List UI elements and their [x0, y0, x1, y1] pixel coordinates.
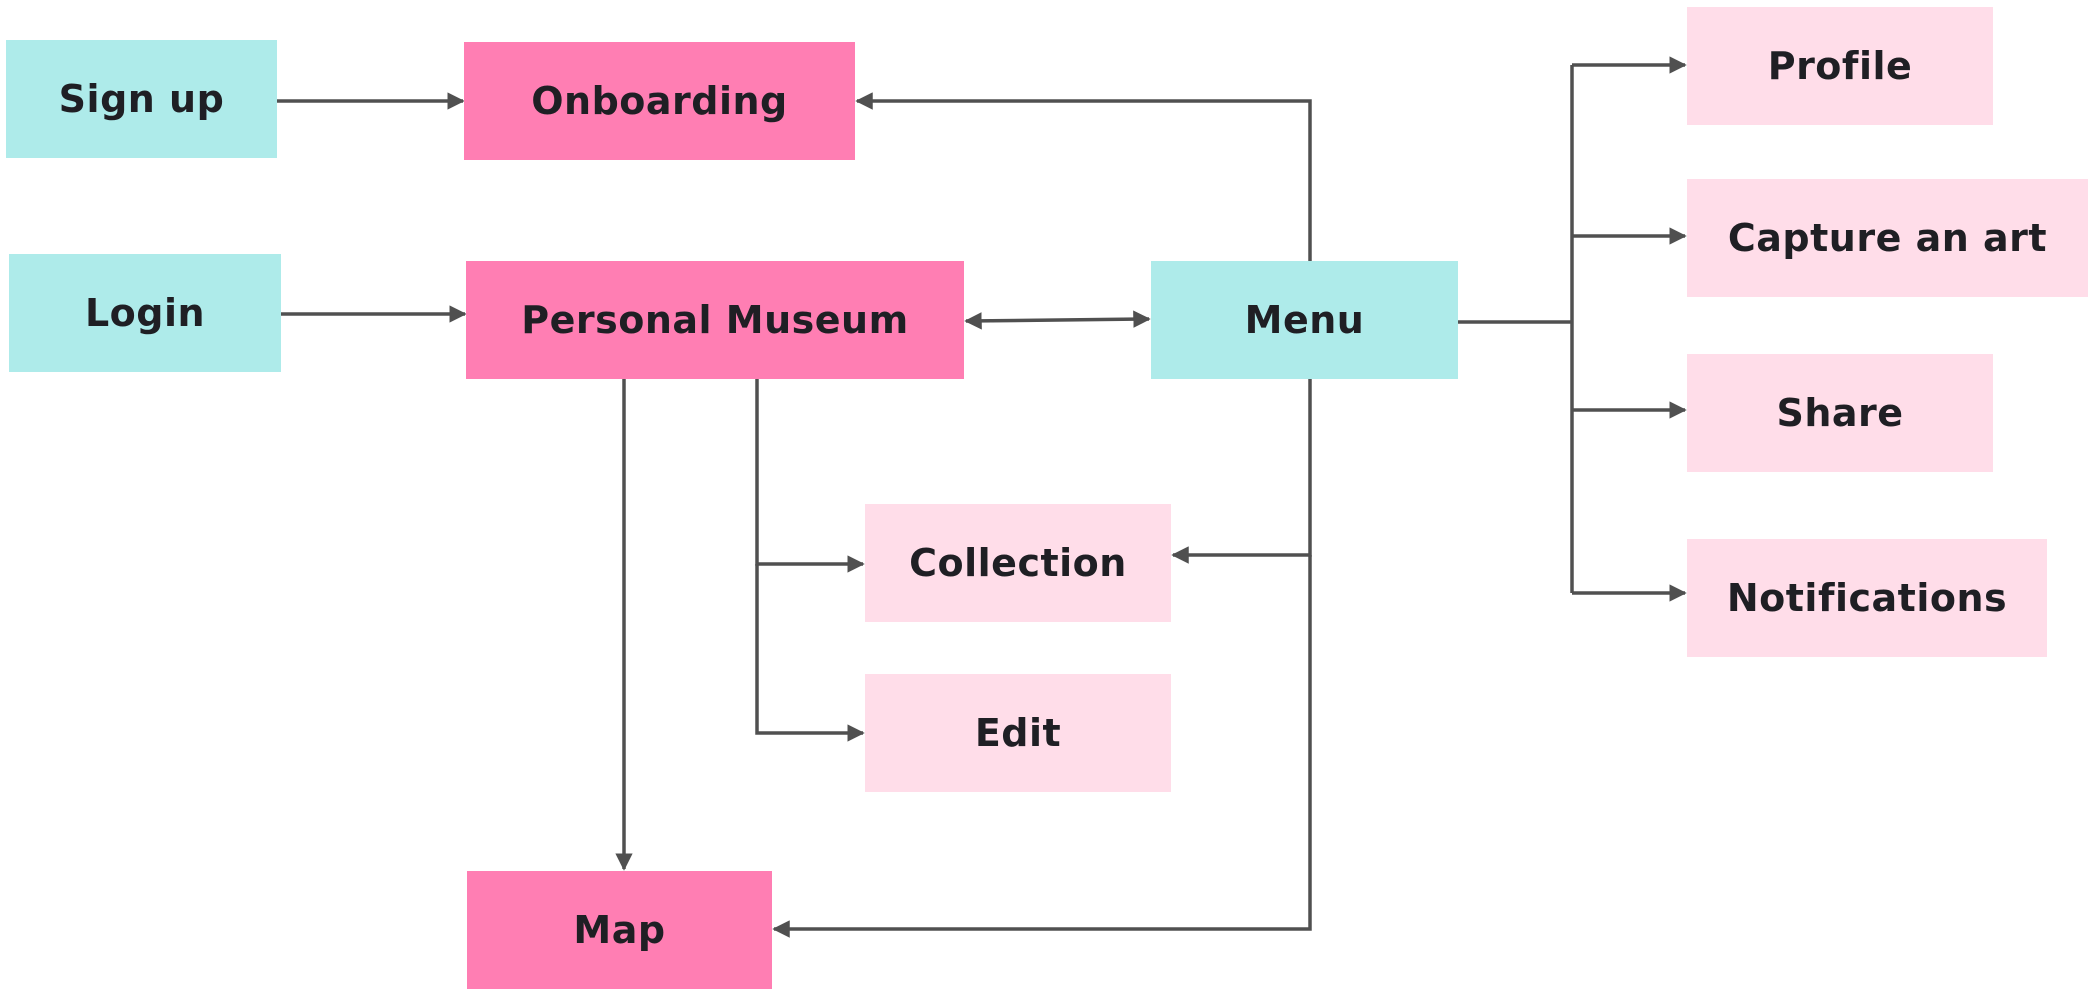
node-label: Menu [1244, 298, 1365, 342]
node-share: Share [1687, 354, 1993, 472]
node-label: Sign up [58, 77, 225, 121]
node-label: Login [84, 291, 206, 335]
edge-menu-collection [1171, 379, 1312, 564]
node-label: Capture an art [1727, 216, 2048, 260]
node-notifications: Notifications [1687, 539, 2047, 657]
node-personal-museum: Personal Museum [466, 261, 964, 379]
node-edit: Edit [865, 674, 1171, 792]
node-capture-an-art: Capture an art [1687, 179, 2088, 297]
node-onboarding: Onboarding [464, 42, 855, 160]
node-label: Collection [909, 541, 1127, 585]
edge-personal-museum-menu [964, 310, 1151, 330]
edge-menu-map [772, 555, 1312, 938]
node-map: Map [467, 871, 772, 989]
node-profile: Profile [1687, 7, 1993, 125]
node-label: Profile [1767, 44, 1913, 88]
node-label: Edit [974, 711, 1062, 755]
node-collection: Collection [865, 504, 1171, 622]
edge-personal-museum-collection [755, 379, 865, 573]
node-label: Personal Museum [521, 298, 909, 342]
node-label: Onboarding [531, 79, 788, 123]
node-label: Notifications [1726, 576, 2008, 620]
node-label: Map [573, 908, 666, 952]
node-label: Share [1776, 391, 1904, 435]
edge-personal-museum-edit [755, 564, 865, 742]
edge-menu-onboarding [855, 92, 1312, 261]
node-login: Login [9, 254, 281, 372]
node-sign-up: Sign up [6, 40, 277, 158]
node-menu: Menu [1151, 261, 1458, 379]
